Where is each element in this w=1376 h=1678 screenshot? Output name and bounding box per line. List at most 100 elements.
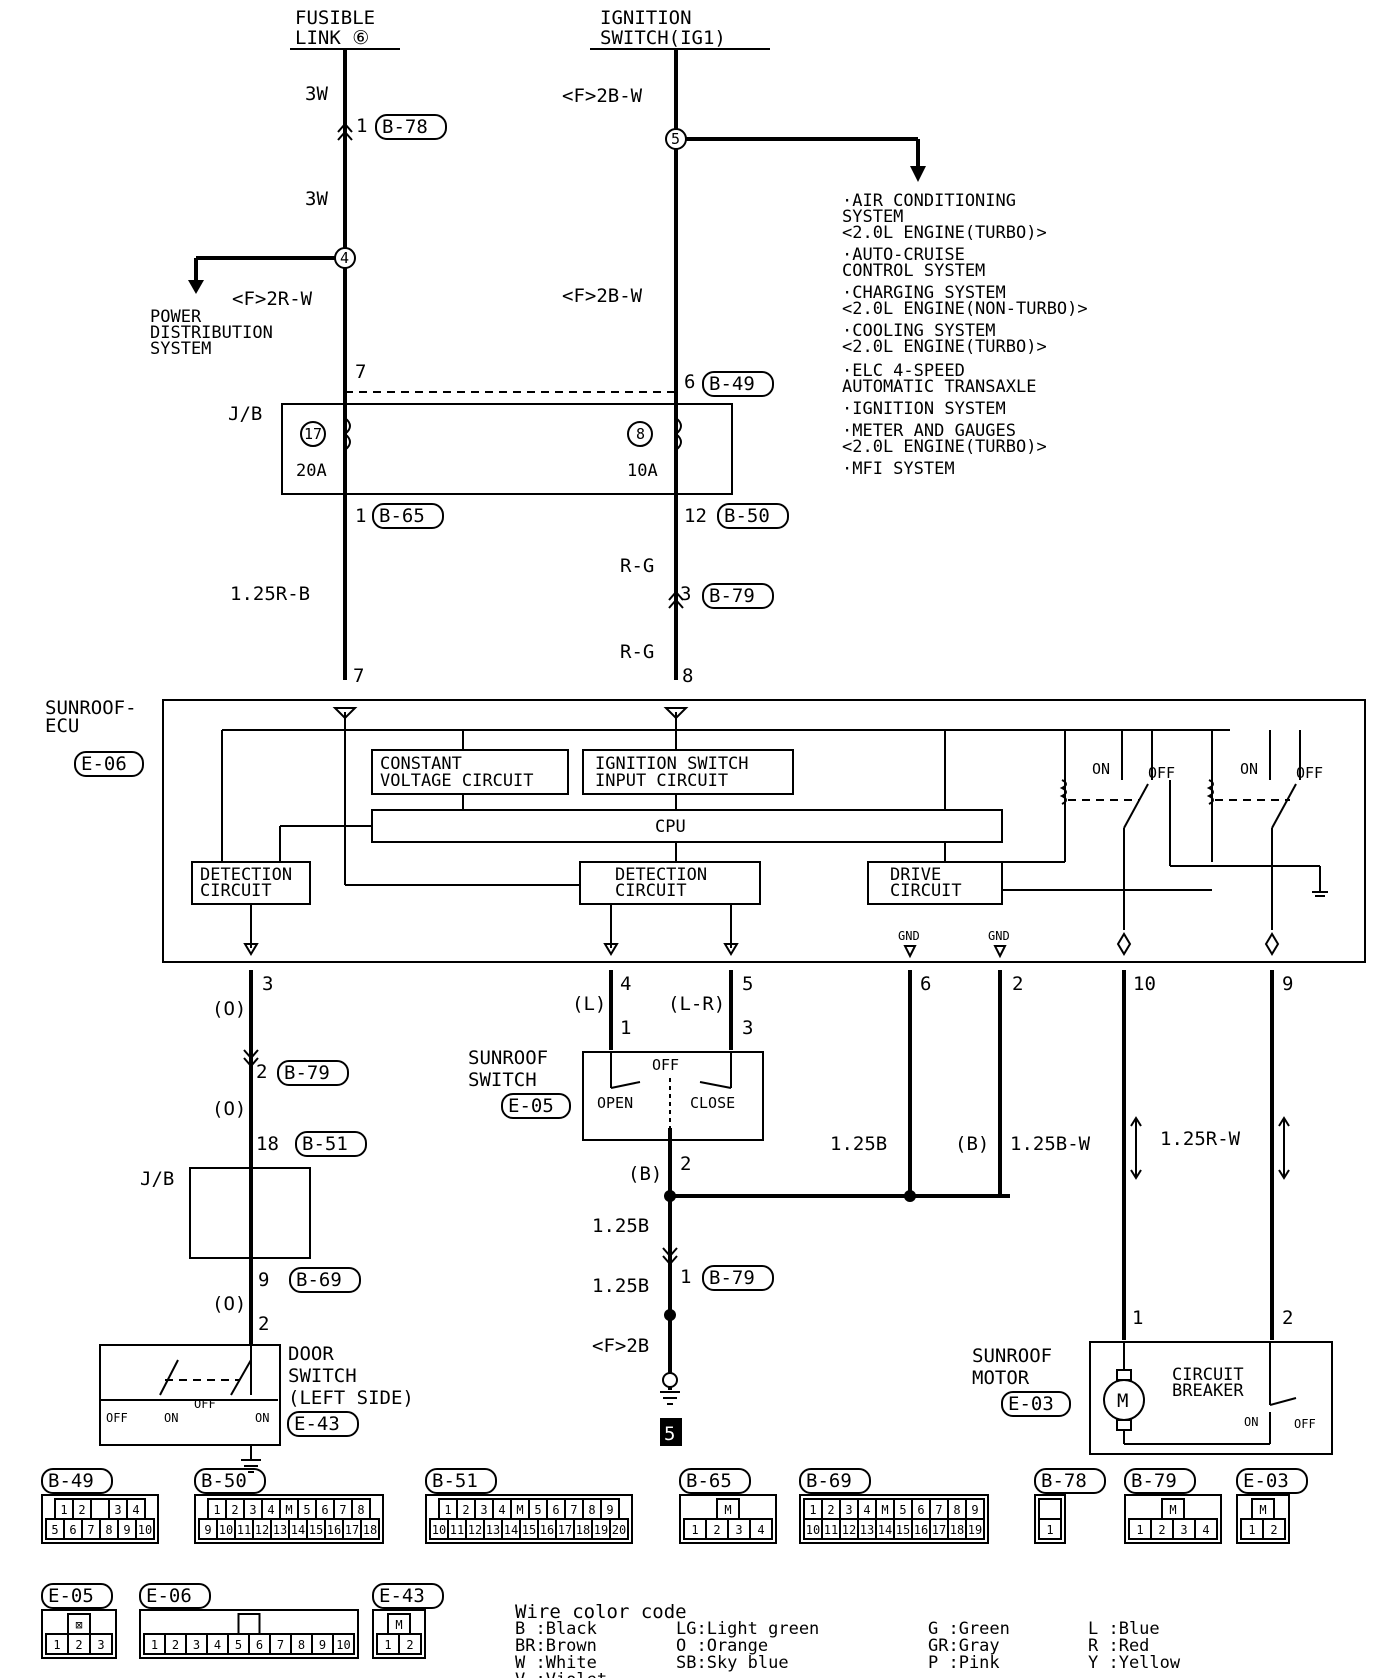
- door-switch[interactable]: [99, 1344, 281, 1446]
- connector-pin: M: [724, 1503, 731, 1517]
- connector-pin: 7: [87, 1523, 94, 1537]
- connector-pin: 3: [735, 1523, 742, 1537]
- svg-text:DRIVE: DRIVE: [890, 865, 941, 885]
- connector-badge-e06: [74, 751, 144, 777]
- connector-pin: 1: [1136, 1523, 1143, 1537]
- connector-pin: M: [881, 1503, 888, 1517]
- detection-circuit-mid: [579, 861, 761, 905]
- connector-face-label: B-79: [1131, 1470, 1177, 1492]
- jb-label-top: J/B: [228, 403, 262, 425]
- ecu-label-1: SUNROOF-: [45, 697, 137, 719]
- connector-face-label: B-65: [686, 1470, 732, 1492]
- color-code-entry: LG:Light green: [676, 1619, 819, 1639]
- connector-e03: E-03: [1008, 1393, 1054, 1415]
- pin-3-sw: 3: [742, 1017, 753, 1039]
- connector-pin: 10: [806, 1523, 820, 1537]
- connector-pin: 4: [267, 1503, 274, 1517]
- connector-pin: 19: [968, 1523, 982, 1537]
- connector-pin: 3: [97, 1638, 104, 1652]
- breaker-on: ON: [1244, 1415, 1258, 1429]
- fuse-8: [674, 417, 682, 451]
- connector-badge-e43: [287, 1411, 359, 1437]
- connector-pin: 6: [256, 1638, 263, 1652]
- relay-coil-1: [1059, 779, 1067, 805]
- connector-pin: 9: [319, 1638, 326, 1652]
- sunroof-switch[interactable]: [582, 1051, 764, 1141]
- drive-circuit: [867, 861, 1003, 905]
- connector-b51: B-51: [302, 1133, 348, 1155]
- connector-pin: 6: [69, 1523, 76, 1537]
- relay1-on: ON: [1092, 760, 1110, 778]
- wire-3w-a: 3W: [305, 83, 328, 105]
- connector-pin: 13: [860, 1523, 874, 1537]
- connector-pin: 20: [612, 1523, 626, 1537]
- connector-pin: 17: [932, 1523, 946, 1537]
- pin-9-out: 9: [1282, 973, 1293, 995]
- connector-pin: M: [1169, 1503, 1176, 1517]
- wire-o-c: (O): [212, 1293, 246, 1315]
- connector-pin: 16: [914, 1523, 928, 1537]
- connector-pin: 16: [540, 1523, 554, 1537]
- relay2-off: OFF: [1296, 764, 1323, 782]
- gnd-a: GND: [898, 929, 920, 943]
- svg-text:CONSTANT: CONSTANT: [380, 754, 462, 774]
- connector-pin: 3: [480, 1503, 487, 1517]
- connector-face-label: B-78: [1041, 1470, 1087, 1492]
- connector-pin: 5: [303, 1503, 310, 1517]
- pin-7-ecu: 7: [353, 665, 364, 687]
- door-on-b: ON: [255, 1411, 269, 1425]
- svg-text:SYSTEM: SYSTEM: [842, 207, 903, 227]
- connector-face-label: E-03: [1243, 1470, 1289, 1492]
- pin-1-b79: 1: [680, 1266, 691, 1288]
- relay1-off: OFF: [1148, 764, 1175, 782]
- svg-text:<2.0L ENGINE(TURBO)>: <2.0L ENGINE(TURBO)>: [842, 437, 1047, 457]
- svg-text:CIRCUIT: CIRCUIT: [615, 881, 687, 901]
- connector-pin: 11: [450, 1523, 464, 1537]
- connector-pin: 5: [235, 1638, 242, 1652]
- connector-pin: 2: [462, 1503, 469, 1517]
- wire-125bw: 1.25B-W: [1010, 1133, 1091, 1155]
- connector-b50: B-50: [724, 505, 770, 527]
- connector-e06: E-06: [81, 753, 127, 775]
- svg-text:CIRCUIT: CIRCUIT: [200, 881, 272, 901]
- connector-badge-b79-a: [702, 583, 774, 609]
- fusible-link-label-1: FUSIBLE: [295, 7, 375, 29]
- fusible-link-label-2: LINK ⑥: [295, 27, 369, 49]
- wire-125b-c: 1.25B: [830, 1133, 887, 1155]
- cpu-label: CPU: [655, 817, 686, 837]
- connector-pin: 8: [357, 1503, 364, 1517]
- wire-f2bw-a: <F>2B-W: [562, 85, 643, 107]
- connector-pin: 8: [105, 1523, 112, 1537]
- jb-label-bottom: J/B: [140, 1168, 174, 1190]
- pin-3-b79: 3: [680, 583, 691, 605]
- pin-6-out: 6: [920, 973, 931, 995]
- motor-symbol: M: [1117, 1390, 1128, 1412]
- connector-pin: 1: [151, 1638, 158, 1652]
- sunroof-switch-close[interactable]: CLOSE: [690, 1094, 735, 1112]
- color-code-entry: O :Orange: [676, 1636, 768, 1656]
- connector-pin: 1: [1046, 1523, 1053, 1537]
- connector-pin: 6: [917, 1503, 924, 1517]
- color-code-entry: V :Violet: [515, 1670, 607, 1678]
- connector-pin: M: [516, 1503, 523, 1517]
- fuse-17-badge: [300, 421, 326, 447]
- sunroof-switch-open[interactable]: OPEN: [597, 1094, 633, 1112]
- constant-voltage-circuit: [371, 749, 569, 795]
- svg-text:CONTROL SYSTEM: CONTROL SYSTEM: [842, 261, 985, 281]
- wire-o-b: (O): [212, 1098, 246, 1120]
- connector-pin: M: [285, 1503, 292, 1517]
- connector-pin: 3: [845, 1503, 852, 1517]
- svg-text:DETECTION: DETECTION: [200, 865, 292, 885]
- color-code-entry: Y :Yellow: [1088, 1653, 1181, 1673]
- connector-symbol-b78: [337, 122, 353, 141]
- connector-pin: 5: [534, 1503, 541, 1517]
- wire-rg-b: R-G: [620, 641, 654, 663]
- connector-pin: 3: [114, 1503, 121, 1517]
- connector-pin: 4: [214, 1638, 221, 1652]
- arrow-ignition-loads: [910, 166, 926, 182]
- wire-o-a: (O): [212, 998, 246, 1020]
- relay-contact-2: [1271, 783, 1297, 829]
